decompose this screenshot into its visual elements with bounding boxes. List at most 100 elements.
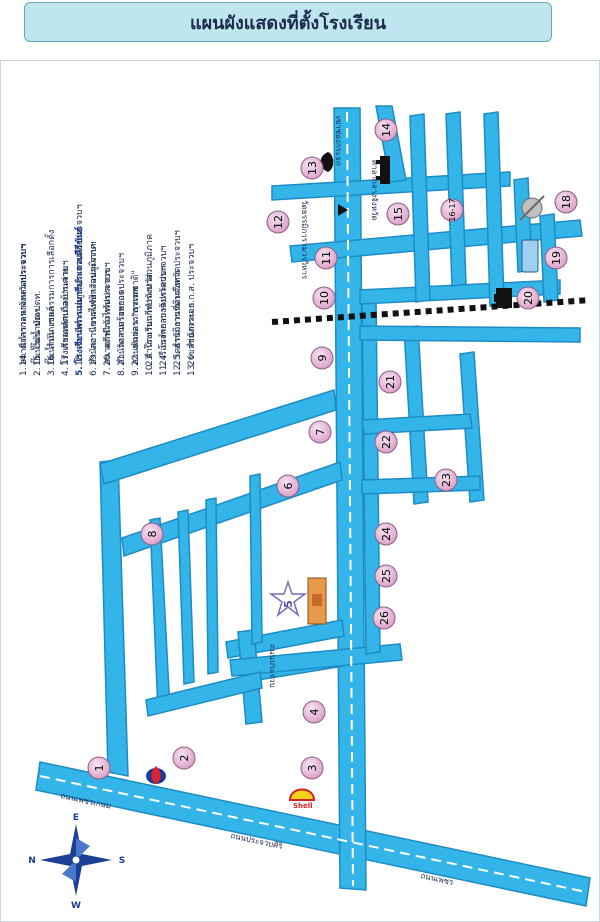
police-badge-icon [519,195,545,221]
marker-22[interactable]: 22 [374,430,398,454]
road-upper-left [99,389,337,485]
legend-item-3: 3. ปั๊มน้ำมัน เชลล์ [44,307,57,376]
legend-item-21: 21. วัดสามร้อยยอดประจวบฯ [116,253,127,366]
temple-icon [338,204,348,216]
legend-item-9: 9. สวนพักผ่อน "ธรรมชาติ" [130,270,141,376]
marker-label: 7 [314,429,327,436]
compass-n: N [28,856,36,866]
legend-item-17: 17. ศาลหลักเมืองประจวบฯ [60,260,71,366]
shell-logo-icon: Shell [288,788,316,810]
marker-8[interactable]: 8 [140,522,164,546]
landmark-icons: Shell [146,152,545,810]
marker-label: 15 [392,207,405,221]
lane-markings [39,111,587,893]
legend-item-6: 6. สำนักงานการไฟฟ้าส่วนภูมิภาค [88,244,99,376]
marker-label: 4 [308,709,321,716]
train-icon [494,288,512,308]
legend-item-11: 11. เรือนจำกลางจังหวัดประจวบฯ [158,246,169,376]
marker-label: 16-17 [448,198,457,221]
road-inner-v3 [205,497,219,675]
marker-1[interactable]: 1 [87,756,111,780]
marker-label: 26 [378,611,391,625]
legend-item-4: 4. โรงเรียนเทศบาลบ้านค่าย [60,267,71,376]
compass-s: S [119,856,125,866]
legend-item-20: 20. สถานีรถไฟประจวบฯ [102,269,113,366]
marker-2[interactable]: 2 [172,746,196,770]
label-mountain: เขาช่องกระจก [334,116,343,166]
marker-label: 1 [93,765,106,772]
marker-19[interactable]: 19 [544,246,568,270]
marker-label: 8 [146,531,159,538]
marker-23[interactable]: 23 [434,468,458,492]
road-top-v1 [409,113,431,303]
legend-item-5: 5. โรงเรียนพระแม่มารีประจวบคีรีขันธ์ [73,227,85,376]
legend-item-7: 7. สนามกีฬาจังหวัดประจวบฯ [102,262,113,376]
marker-label: 23 [440,473,453,487]
school-building-icon [307,577,327,625]
marker-label: 22 [380,435,393,449]
school-star-icon [268,579,308,618]
legend-item-13: 13. เขาช่องกระจก [187,303,197,376]
marker-20[interactable]: 20 [516,286,540,310]
marker-label: 20 [522,291,535,305]
location-markers: 1 2 3 4 5 6 7 8 9 10 11 12 13 14 15 16-1… [87,118,578,780]
mountain-icon [320,152,334,172]
marker-26[interactable]: 26 [372,606,396,630]
marker-24[interactable]: 24 [374,522,398,546]
label-temple: วัดธรรมิการามวรวิหาร [300,200,309,280]
compass-rose-icon: N S E W [28,813,125,911]
city-hall-icon [376,156,390,184]
road-right-h1 [359,325,581,343]
marker-12[interactable]: 12 [266,210,290,234]
marker-5[interactable]: 5 [282,600,295,608]
road-lower-left-cross [145,671,263,717]
ptt-logo-icon [146,766,166,784]
marker-4[interactable]: 4 [302,700,326,724]
marker-11[interactable]: 11 [314,246,338,270]
marker-label: 21 [384,375,397,389]
legend-item-1: 1. สถานีตำรวจทางหลวงประจวบฯ [18,244,29,376]
road-label-school: ถนนประจวบ [268,644,277,688]
road-top-v2 [445,111,467,287]
marker-10[interactable]: 10 [312,286,336,310]
school-location-map: 1. สถานีตำรวจทางหลวงประจวบฯ 2. ปั๊มน้ำมั… [18,105,591,911]
legend-item-2: 2. ปั๊มน้ำมัน ปตท. [30,306,43,376]
marker-label: 14 [380,123,393,137]
marker-label: 25 [380,569,393,583]
marker-3[interactable]: 3 [300,756,324,780]
marker-label: 24 [380,527,393,541]
marker-label: 19 [550,251,563,265]
marker-label: 2 [178,755,191,762]
marker-label: 10 [318,291,331,305]
marker-6[interactable]: 6 [276,474,300,498]
road-right-h3 [361,475,481,495]
marker-15[interactable]: 15 [386,202,410,226]
marker-18[interactable]: 18 [554,190,578,214]
shell-brand-text: Shell [293,802,313,810]
title-banner: แผนผังแสดงที่ตั้งโรงเรียน [24,2,552,42]
marker-21[interactable]: 21 [378,370,402,394]
marker-label: 18 [560,195,573,209]
legend-item-18: 18. สถานีตำรวจภูธรอำเภอเมืองประจวบฯ [74,204,85,366]
marker-label: 12 [272,215,285,229]
label-city-hall: ศาลากลางจังหวัด [370,160,379,221]
road-inner-v2 [177,509,195,685]
road-top-v3 [483,111,505,307]
legend-item-15: 15. ปั๊มน้ำมัน ปตท. [30,291,43,366]
legend-item-26: 26. สำนักงาน ธ.ก.ส. ประจวบฯ [186,244,197,366]
road-right-v1 [361,297,381,655]
marker-14[interactable]: 14 [374,118,398,142]
marker-7[interactable]: 7 [308,420,332,444]
marker-25[interactable]: 25 [374,564,398,588]
marker-label: 5 [282,600,295,608]
road-top-h2 [289,219,583,263]
legend: 1. สถานีตำรวจทางหลวงประจวบฯ 2. ปั๊มน้ำมั… [18,204,197,376]
legend-item-24: 24. โรงพยาบาลประจวบฯ [158,266,169,366]
legend-item-16: 16. สำนักงานกรรมการการเลือกตั้ง [44,230,57,366]
marker-label: 9 [316,355,329,362]
marker-9[interactable]: 9 [310,346,334,370]
road-inner-v4 [249,473,263,645]
map-title: แผนผังแสดงที่ตั้งโรงเรียน [190,12,386,34]
marker-13[interactable]: 13 [300,156,324,180]
marker-16-17[interactable]: 16-17 [440,198,464,222]
